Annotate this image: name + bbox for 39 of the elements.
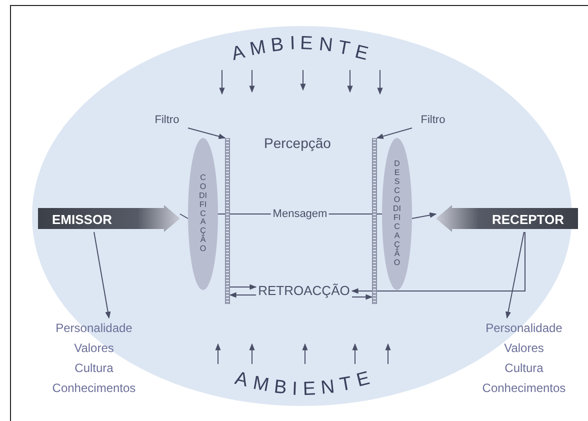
attribute-text: Valores xyxy=(74,340,114,357)
attribute-text: Cultura xyxy=(504,360,544,377)
attribute-text: Cultura xyxy=(74,360,114,377)
filter-label: Filtro xyxy=(146,112,188,128)
arrow xyxy=(94,232,111,319)
attribute-text: Conhecimentos xyxy=(52,380,136,397)
arrow xyxy=(351,232,526,294)
arrow xyxy=(300,70,306,91)
arrow xyxy=(188,128,226,140)
vertical-text: DESCODIFICAÇÃO xyxy=(393,160,401,268)
arrow xyxy=(385,343,391,364)
sender-arrow-box xyxy=(38,205,180,232)
arrow xyxy=(219,70,225,95)
actor-label: RECEPTOR xyxy=(492,211,564,229)
attribute-text: Personalidade xyxy=(486,320,562,337)
filter-bar xyxy=(372,138,377,304)
filter-label: Filtro xyxy=(412,112,454,128)
attribute-text: Valores xyxy=(504,340,544,357)
filter-bar xyxy=(225,138,230,304)
arrow xyxy=(376,128,412,139)
feedback-label: RETROACÇÃO xyxy=(256,282,352,300)
actor-label: EMISSOR xyxy=(52,211,112,229)
arrow xyxy=(377,70,383,95)
attribute-text: Personalidade xyxy=(56,320,132,337)
perception-label: Percepção xyxy=(264,134,331,153)
arrow xyxy=(249,70,255,93)
arrow xyxy=(229,292,256,298)
arrow xyxy=(230,284,257,290)
arrow xyxy=(215,343,221,364)
arrow xyxy=(352,294,373,300)
receiver-arrow-box xyxy=(436,205,578,232)
arrow xyxy=(412,212,437,219)
arrow xyxy=(302,343,308,364)
arrow xyxy=(249,343,255,364)
arrow xyxy=(505,232,524,319)
vertical-text: CODIFICAÇÃO xyxy=(199,174,207,254)
arrow xyxy=(347,70,353,93)
attribute-text: Conhecimentos xyxy=(482,380,566,397)
arrow xyxy=(352,343,358,364)
